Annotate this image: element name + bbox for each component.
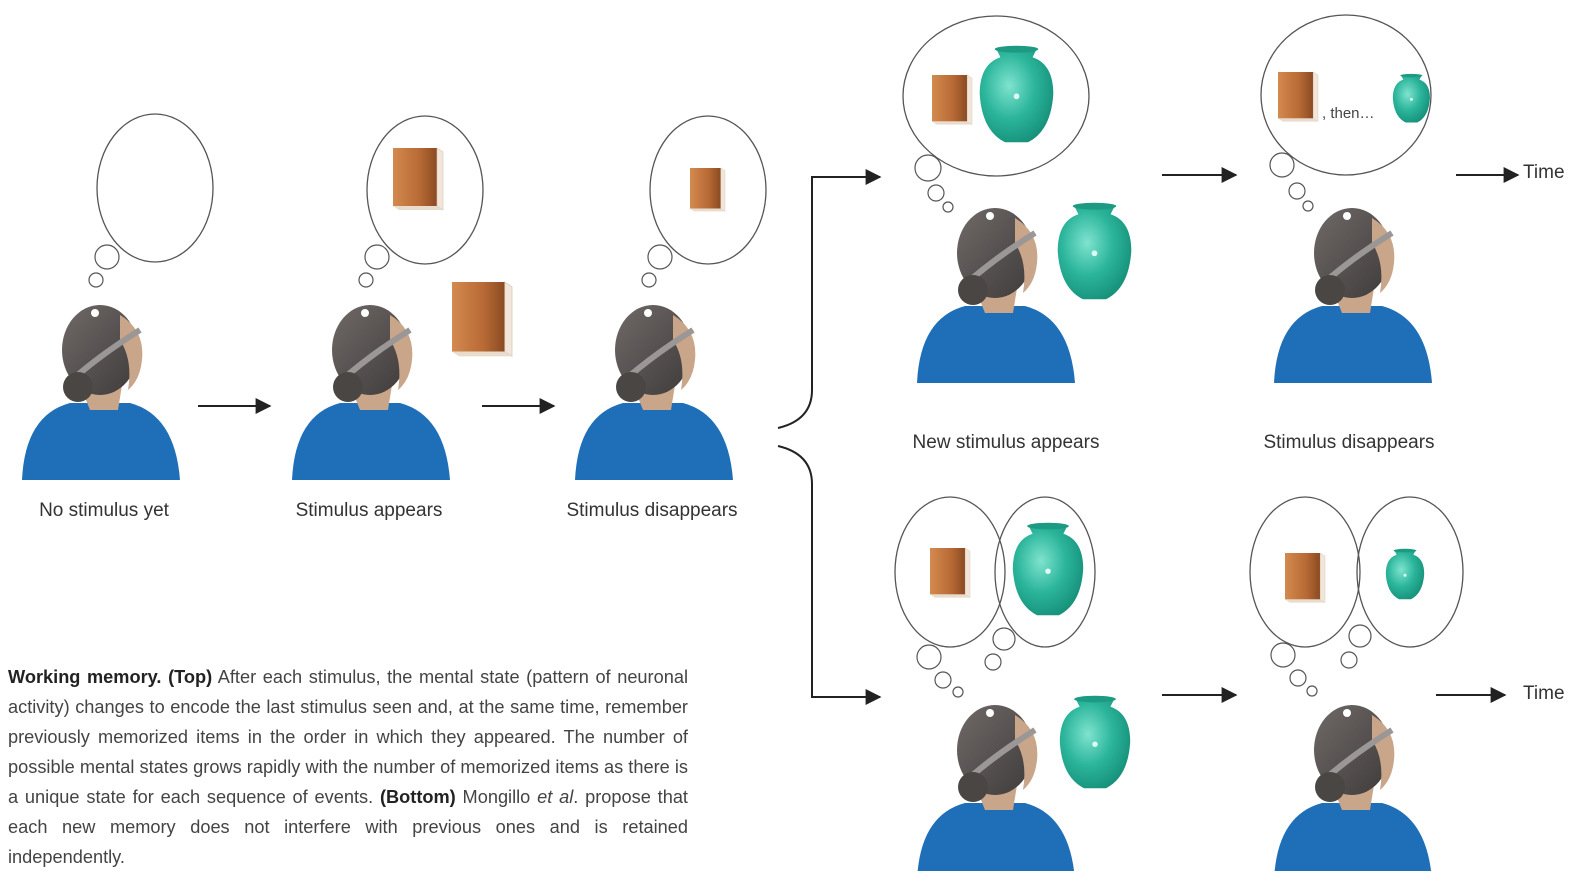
vase-icon: [1013, 523, 1083, 615]
time-label-top: Time: [1523, 162, 1565, 184]
person-figure: [1274, 705, 1432, 871]
label-top-stimulus-disappears: Stimulus disappears: [1263, 432, 1434, 454]
thought-bubble: [97, 114, 213, 262]
panel-top-stimulus-disappears: , then…: [1261, 15, 1432, 383]
label-stimulus-appears: Stimulus appears: [296, 500, 443, 522]
vase-icon: [1060, 696, 1130, 788]
panel-top-new-stimulus: [903, 16, 1131, 383]
branch-arrow-top: [778, 177, 880, 428]
book-icon: [452, 282, 512, 356]
panel-bottom-new-stimulus: [895, 497, 1130, 871]
then-text: , then…: [1322, 105, 1375, 122]
vase-icon: [1058, 203, 1132, 300]
panel-no-stimulus: [22, 114, 213, 480]
book-icon: [393, 148, 443, 210]
book-icon: [690, 168, 725, 211]
label-stimulus-disappears: Stimulus disappears: [566, 500, 737, 522]
vase-icon: [1393, 74, 1430, 123]
time-label-bottom: Time: [1523, 683, 1565, 705]
book-icon: [932, 75, 972, 125]
book-icon: [1285, 553, 1325, 603]
vase-icon: [1386, 549, 1424, 599]
caption-top-text: After each stimulus, the mental state (p…: [8, 667, 688, 807]
vase-icon: [980, 46, 1054, 143]
label-no-stimulus: No stimulus yet: [39, 500, 169, 522]
book-icon: [1278, 72, 1318, 122]
label-new-stimulus-appears: New stimulus appears: [913, 432, 1100, 454]
caption-bottom-tag: (Bottom): [380, 787, 456, 807]
caption-top-tag: (Top): [168, 667, 212, 687]
person-figure: [1274, 208, 1432, 383]
person-figure: [917, 705, 1075, 871]
person-figure: [22, 305, 180, 480]
caption-title: Working memory.: [8, 667, 161, 687]
branch-arrow-bottom: [778, 446, 880, 697]
panel-stimulus-appears: [292, 116, 512, 480]
panel-bottom-stimulus-disappears: [1250, 497, 1463, 871]
caption-bottom-text-1: Mongillo: [456, 787, 537, 807]
figure-caption: Working memory. (Top) After each stimulu…: [8, 662, 688, 872]
panel-stimulus-disappears: [575, 116, 766, 480]
person-figure: [292, 305, 450, 480]
person-figure: [575, 305, 733, 480]
caption-et-al: et al: [537, 787, 573, 807]
person-figure: [917, 208, 1075, 383]
book-icon: [930, 548, 970, 598]
